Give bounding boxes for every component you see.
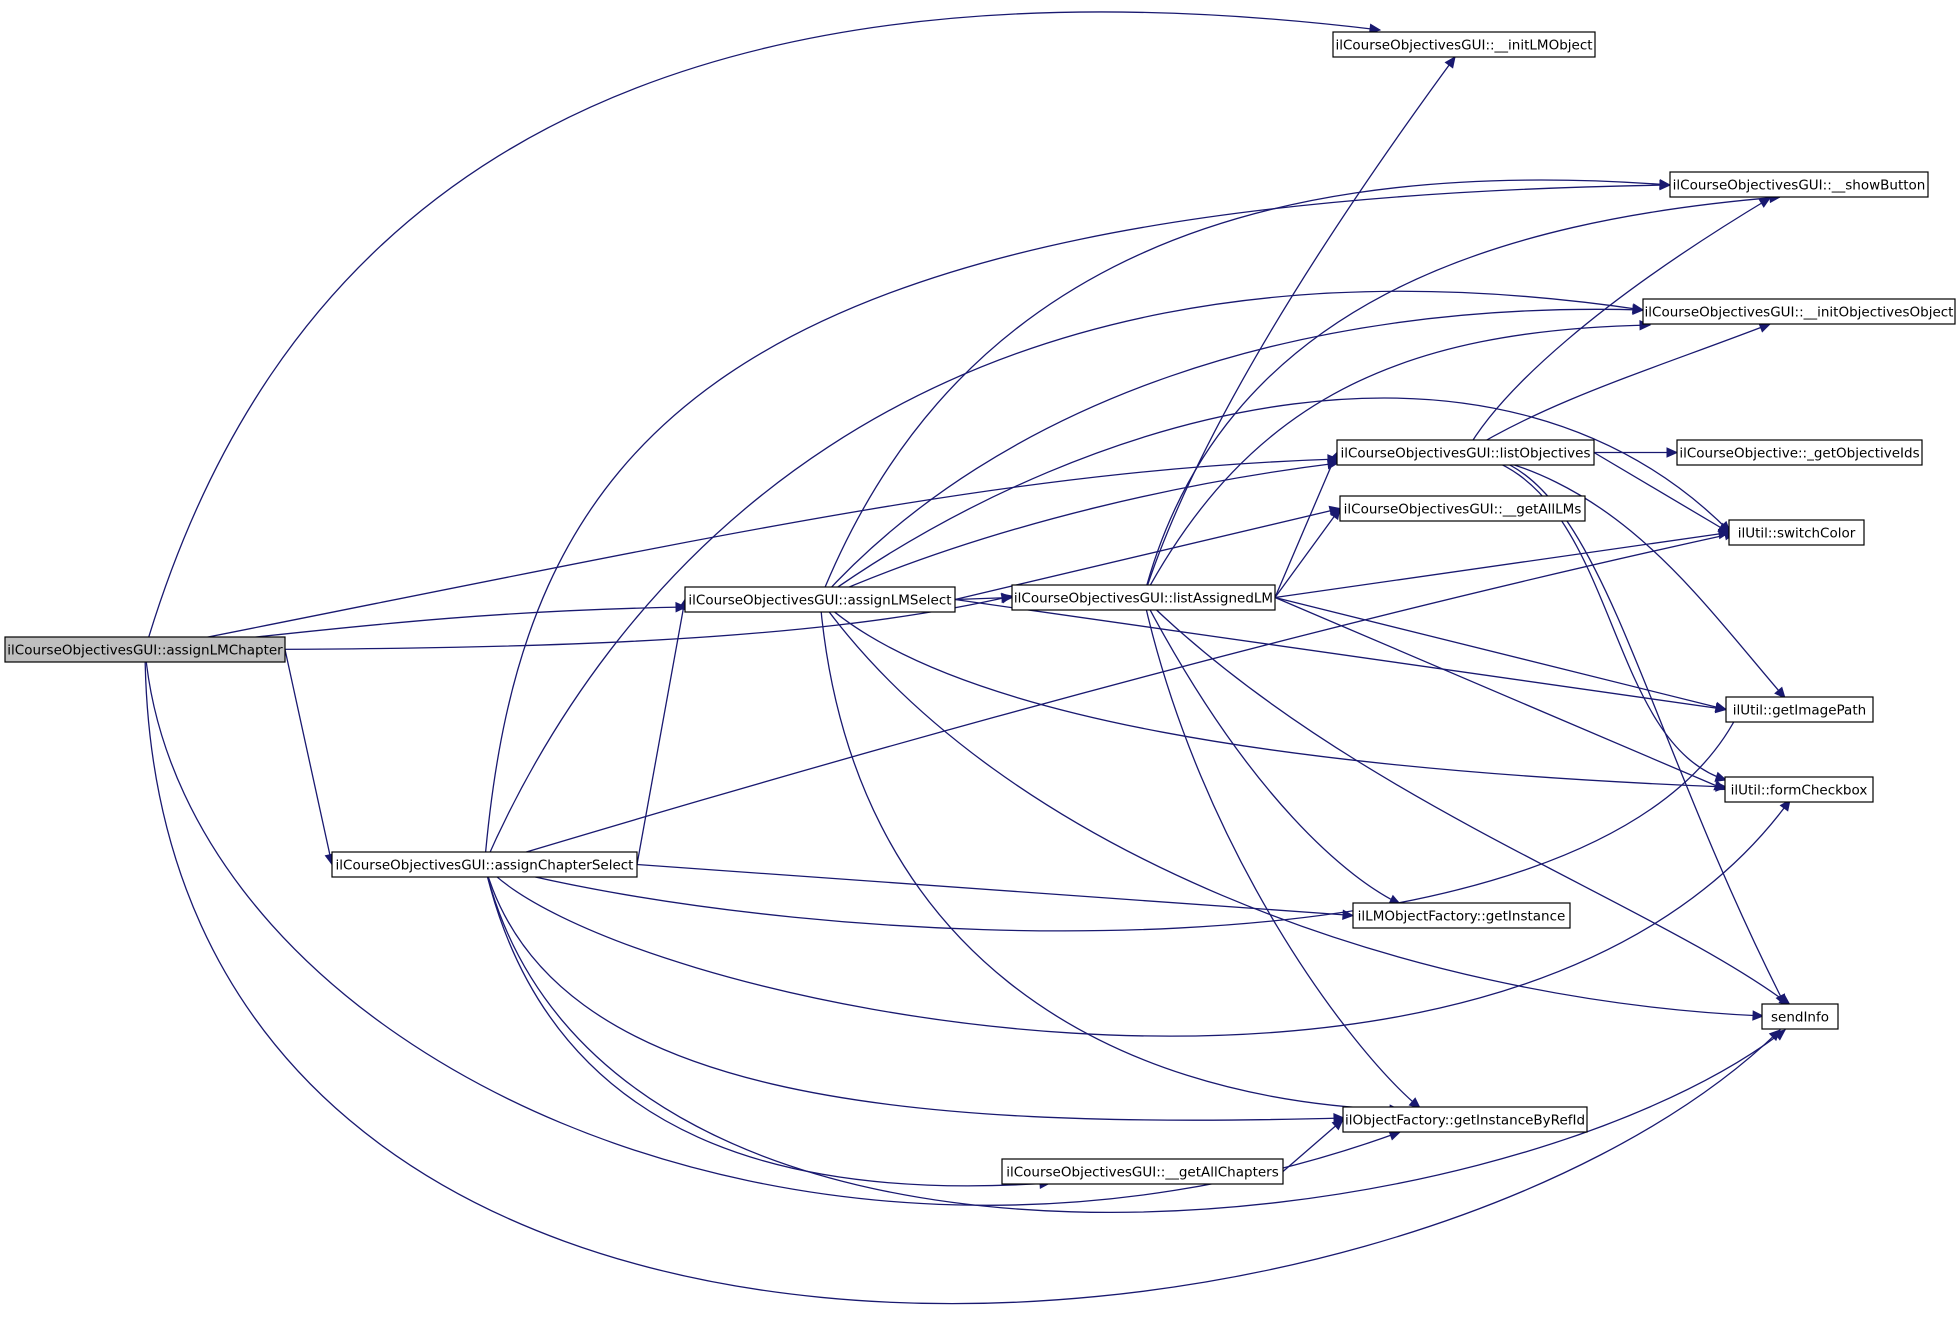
edge-assignLMChapter-to-assignChapterSelect xyxy=(284,649,335,866)
node-label: ilCourseObjectivesGUI::assignLMSelect xyxy=(688,593,951,609)
edge-assignLMSelect-to-getInstanceByRefId xyxy=(819,599,1402,1115)
node-switchColor[interactable]: ilUtil::switchColor xyxy=(1728,519,1865,546)
node-box xyxy=(1352,902,1571,929)
node-label: ilCourseObjectivesGUI::assignChapterSele… xyxy=(336,858,634,874)
edge-assignChapterSelect-to-sendInfo xyxy=(483,864,1786,1213)
edge-listAssignedLM-to-getAllLMs xyxy=(1274,507,1341,598)
call-edges xyxy=(144,11,1791,1305)
node-box xyxy=(1761,1003,1839,1030)
node-listAssignedLM[interactable]: ilCourseObjectivesGUI::listAssignedLM xyxy=(1011,584,1276,611)
node-label: ilCourseObjective::_getObjectiveIds xyxy=(1679,446,1919,462)
node-box xyxy=(1339,495,1586,522)
node-assignLMSelect[interactable]: ilCourseObjectivesGUI::assignLMSelect xyxy=(684,586,956,613)
edge-listObjectives-to-switchColor xyxy=(1593,451,1731,534)
node-label: ilCourseObjectivesGUI::listAssignedLM xyxy=(1014,591,1273,607)
edge-listObjectives-to-showButton xyxy=(1464,197,1772,453)
node-label: ilCourseObjectivesGUI::__getAllChapters xyxy=(1006,1165,1279,1181)
edge-assignChapterSelect-to-showButton xyxy=(483,179,1672,865)
node-box xyxy=(1332,31,1596,58)
edge-listAssignedLM-to-switchColor xyxy=(1274,528,1731,599)
edge-listAssignedLM-to-listObjectives xyxy=(1274,451,1338,598)
node-initLMObject[interactable]: ilCourseObjectivesGUI::__initLMObject xyxy=(1332,31,1596,58)
call-nodes: ilCourseObjectivesGUI::assignLMChapteril… xyxy=(4,31,1956,1185)
node-initObjectivesObject[interactable]: ilCourseObjectivesGUI::__initObjectivesO… xyxy=(1642,298,1956,325)
node-label: ilCourseObjectivesGUI::__showButton xyxy=(1673,178,1926,194)
node-box xyxy=(1336,439,1595,466)
node-label: ilCourseObjectivesGUI::__initObjectivesO… xyxy=(1645,305,1954,321)
node-getAllChapters[interactable]: ilCourseObjectivesGUI::__getAllChapters xyxy=(1001,1158,1284,1185)
node-formCheckbox[interactable]: ilUtil::formCheckbox xyxy=(1724,776,1874,803)
node-box xyxy=(684,586,956,613)
node-box xyxy=(1676,439,1923,466)
node-label: sendInfo xyxy=(1771,1010,1829,1026)
node-box xyxy=(1724,776,1874,803)
edge-assignChapterSelect-to-switchColor xyxy=(484,530,1737,866)
node-sendInfo[interactable]: sendInfo xyxy=(1761,1003,1839,1030)
edge-getAllChapters-to-getInstanceByRefId xyxy=(1282,1118,1344,1172)
node-lmGetInstance[interactable]: ilLMObjectFactory::getInstance xyxy=(1352,902,1571,929)
edge-listAssignedLM-to-formCheckbox xyxy=(1274,596,1727,791)
node-label: ilUtil::formCheckbox xyxy=(1731,783,1868,799)
node-label: ilCourseObjectivesGUI::listObjectives xyxy=(1341,446,1591,462)
node-label: ilCourseObjectivesGUI::__getAllLMs xyxy=(1344,502,1582,518)
edge-assignLMChapter-to-getInstanceByRefId xyxy=(144,649,1402,1206)
edge-listAssignedLM-to-showButton xyxy=(1142,192,1782,598)
edge-assignLMSelect-to-getImagePath xyxy=(954,598,1728,714)
node-getInstanceByRefId[interactable]: ilObjectFactory::getInstanceByRefId xyxy=(1342,1106,1588,1133)
node-box xyxy=(1728,519,1865,546)
edge-assignLMSelect-to-listObjectives xyxy=(819,459,1340,601)
edge-listObjectives-to-getImagePath xyxy=(1465,451,1786,699)
edge-listObjectives-to-formCheckbox xyxy=(1465,451,1728,782)
edge-assignLMSelect-to-formCheckbox xyxy=(819,599,1728,792)
node-label: ilUtil::switchColor xyxy=(1738,526,1856,542)
node-box xyxy=(1669,171,1929,198)
node-label: ilCourseObjectivesGUI::__initLMObject xyxy=(1335,38,1592,54)
node-label: ilObjectFactory::getInstanceByRefId xyxy=(1345,1113,1585,1129)
node-box xyxy=(1342,1106,1588,1133)
node-assignChapterSelect[interactable]: ilCourseObjectivesGUI::assignChapterSele… xyxy=(331,851,638,878)
node-label: ilLMObjectFactory::getInstance xyxy=(1358,909,1566,925)
node-label: ilCourseObjectivesGUI::assignLMChapter xyxy=(7,643,283,659)
edge-assignLMChapter-to-initLMObject xyxy=(144,11,1382,650)
node-assignLMChapter[interactable]: ilCourseObjectivesGUI::assignLMChapter xyxy=(4,636,286,663)
edge-assignChapterSelect-to-lmGetInstance xyxy=(636,863,1355,921)
edge-listObjectives-to-getObjectiveIds xyxy=(1594,447,1679,458)
node-box xyxy=(1725,696,1874,723)
edge-assignChapterSelect-to-formCheckbox xyxy=(484,799,1791,1037)
node-label: ilUtil::getImagePath xyxy=(1733,703,1866,719)
edge-assignLMSelect-to-listAssignedLM xyxy=(954,592,1014,604)
node-getAllLMs[interactable]: ilCourseObjectivesGUI::__getAllLMs xyxy=(1339,495,1586,522)
node-box xyxy=(1011,584,1276,611)
node-getImagePath[interactable]: ilUtil::getImagePath xyxy=(1725,696,1874,723)
edge-assignLMSelect-to-switchColor xyxy=(819,397,1731,601)
node-listObjectives[interactable]: ilCourseObjectivesGUI::listObjectives xyxy=(1336,439,1595,466)
edge-listAssignedLM-to-getImagePath xyxy=(1274,596,1728,713)
edge-listAssignedLM-to-initLMObject xyxy=(1142,56,1456,598)
edge-assignLMSelect-to-sendInfo xyxy=(819,599,1765,1021)
edge-assignLMSelect-to-showButton xyxy=(819,178,1672,600)
node-showButton[interactable]: ilCourseObjectivesGUI::__showButton xyxy=(1669,171,1929,198)
node-box xyxy=(1642,298,1956,325)
node-box xyxy=(1001,1158,1284,1185)
node-box xyxy=(331,851,638,878)
node-box xyxy=(4,636,286,663)
edge-assignChapterSelect-to-initObjectivesObject xyxy=(483,290,1645,865)
edge-assignChapterSelect-to-getAllChapters xyxy=(483,864,1052,1189)
edge-listObjectives-to-initObjectivesObject xyxy=(1465,322,1772,454)
edge-listObjectives-to-sendInfo xyxy=(1465,451,1786,1007)
node-getObjectiveIds[interactable]: ilCourseObjective::_getObjectiveIds xyxy=(1676,439,1923,466)
